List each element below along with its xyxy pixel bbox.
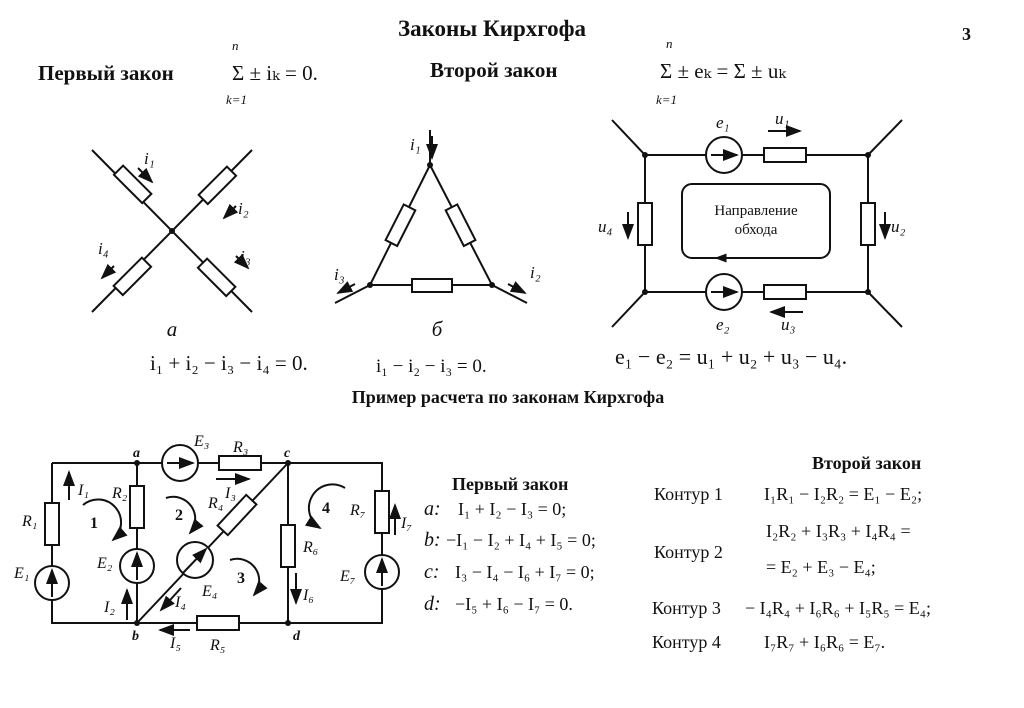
- label-R5: R₅: [209, 637, 225, 654]
- label-i1: i₁: [410, 135, 421, 154]
- loop-1: 1: [90, 515, 98, 532]
- equation: = E₂ + E₃ − E₄;: [766, 557, 876, 577]
- node-b: b: [132, 629, 139, 644]
- page-title: Законы Кирхгофа: [398, 16, 587, 41]
- label-R7: R₇: [349, 502, 366, 519]
- label-I4: I₄: [174, 594, 186, 611]
- loop-2: 2: [175, 507, 183, 524]
- equation: I₁R₁ − I₂R₂ = E₁ − E₂;: [764, 484, 922, 504]
- sum-lower: k=1: [226, 92, 247, 107]
- label-e1: e₁: [716, 113, 729, 132]
- label-R2: R₂: [111, 485, 128, 502]
- contour-name: Контур 2: [654, 542, 723, 562]
- loop-3: 3: [237, 570, 245, 587]
- page-number: 3: [962, 24, 971, 44]
- second-law-equations: Контур 1 I₁R₁ − I₂R₂ = E₁ − E₂; I₂R₂ + I…: [652, 484, 931, 652]
- equation: − I₄R₄ + I₆R₆ + I₅R₅ = E₄;: [745, 598, 931, 618]
- label-R1: R₁: [21, 513, 37, 530]
- contour-name: Контур 1: [654, 484, 723, 504]
- example-title: Пример расчета по законам Кирхгофа: [352, 387, 664, 407]
- equation: I₃ − I₄ − I₆ + I₇ = 0;: [455, 562, 595, 582]
- equation: −I₅ + I₆ − I₇ = 0.: [455, 594, 573, 614]
- direction-label: обхода: [735, 222, 778, 238]
- example-second-law-heading: Второй закон: [812, 453, 921, 473]
- label-R6: R₆: [302, 539, 318, 556]
- label-u4: u₄: [598, 217, 613, 236]
- example-first-law-heading: Первый закон: [452, 474, 568, 494]
- label-R3: R₃: [232, 439, 248, 456]
- label-i4: i₄: [98, 239, 109, 258]
- label-i3: i₃: [334, 265, 345, 284]
- equation: I₇R₇ + I₆R₆ = E₇.: [764, 632, 885, 652]
- node-label: a:: [424, 498, 441, 520]
- contour-name: Контур 4: [652, 632, 721, 652]
- sum-upper: n: [666, 36, 673, 51]
- second-law-formula: Σ ± eₖ = Σ ± uₖ: [660, 59, 787, 83]
- label-i1: i₁: [144, 149, 155, 168]
- second-law-heading: Второй закон: [430, 58, 557, 82]
- sum-lower: k=1: [656, 92, 677, 107]
- label-i2: i₂: [238, 199, 249, 218]
- equation: I₁ + I₂ − I₃ = 0;: [458, 499, 566, 519]
- diagram-a-caption: а: [167, 317, 178, 341]
- label-u3: u₃: [781, 315, 796, 334]
- label-u2: u₂: [891, 217, 906, 236]
- direction-label: Направление: [714, 203, 798, 219]
- sum-upper: n: [232, 38, 239, 53]
- label-I7: I₇: [400, 515, 412, 532]
- label-i2: i₂: [530, 263, 541, 282]
- label-E2: E₂: [96, 555, 113, 572]
- equation: I₂R₂ + I₃R₃ + I₄R₄ =: [766, 521, 911, 541]
- node-diagram-a: i₁ i₂ i₃ i₄: [91, 149, 253, 313]
- node-label: d:: [424, 593, 441, 615]
- first-law-equations: a: I₁ + I₂ − I₃ = 0; b: −I₁ − I₂ + I₄ + …: [424, 498, 596, 615]
- equation: −I₁ − I₂ + I₄ + I₅ = 0;: [446, 530, 596, 550]
- label-I2: I₂: [103, 599, 115, 616]
- loop-diagram: e₁ u₁ u₂ u₃ u₄ e₂ Направление обхода: [598, 109, 906, 334]
- loop-equation: e₁ − e₂ = u₁ + u₂ + u₃ − u₄.: [615, 344, 847, 369]
- label-e2: e₂: [716, 315, 730, 334]
- label-E1: E₁: [13, 565, 29, 582]
- example-circuit: a b c d 1 2 3 4 R₁ R₂ R₃ R₄ R₅ R₆ R₇ E₁ …: [13, 433, 412, 654]
- label-E7: E₇: [339, 568, 356, 585]
- node-label: b:: [424, 529, 441, 551]
- node-c: c: [284, 446, 291, 461]
- node-a: a: [133, 446, 140, 461]
- loop-4: 4: [322, 500, 330, 517]
- label-I6: I₆: [302, 587, 314, 604]
- label-i3: i₃: [240, 247, 251, 266]
- first-law-formula: Σ ± iₖ = 0.: [232, 61, 318, 85]
- diagram-a-equation: i₁ + i₂ − i₃ − i₄ = 0.: [150, 351, 308, 375]
- label-R4: R₄: [207, 495, 223, 512]
- label-I5: I₅: [169, 635, 181, 652]
- node-label: c:: [424, 561, 440, 583]
- triangle-diagram-b: i₁ i₂ i₃: [334, 130, 541, 304]
- contour-name: Контур 3: [652, 598, 721, 618]
- diagram-b-equation: i₁ − i₂ − i₃ = 0.: [376, 356, 487, 377]
- label-I3: I₃: [224, 485, 236, 502]
- label-u1: u₁: [775, 109, 789, 128]
- label-E3: E₃: [193, 433, 209, 450]
- first-law-heading: Первый закон: [38, 61, 174, 85]
- diagram-b-caption: б: [432, 317, 444, 341]
- node-d: d: [293, 629, 301, 644]
- label-E4: E₄: [201, 583, 217, 600]
- label-I1: I₁: [77, 482, 89, 499]
